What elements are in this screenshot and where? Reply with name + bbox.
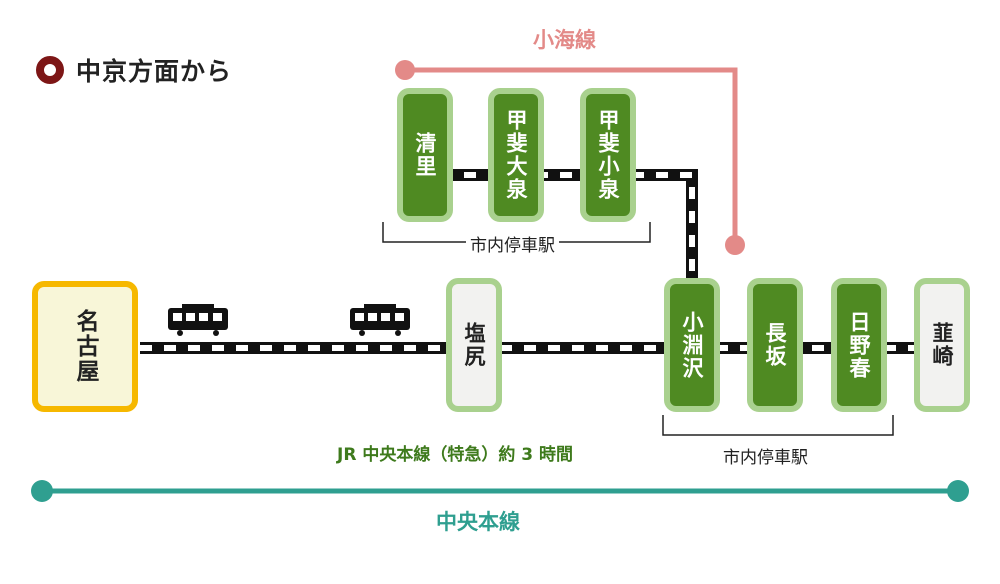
train-icon (168, 304, 228, 336)
station-kobuchisawa-label: 小淵沢 (680, 310, 704, 380)
station-nirasaki-label: 韮崎 (930, 322, 954, 368)
express-route-label: JR 中央本線（特急）約 3 時間 (337, 445, 573, 465)
komi-line-connector (395, 60, 745, 255)
lower-bracket (662, 415, 894, 436)
station-kobuchisawa[interactable]: 小淵沢 (664, 278, 720, 412)
station-shiojiri-label: 塩尻 (462, 322, 486, 368)
chuo-line-label: 中央本線 (436, 510, 520, 534)
station-nagasaka[interactable]: 長坂 (747, 278, 803, 412)
station-nagasaka-label: 長坂 (763, 322, 787, 368)
station-nagoya[interactable]: 名古屋 (32, 281, 138, 412)
station-kai-oizumi-label: 甲斐大泉 (504, 109, 528, 201)
komi-line-start-dot (395, 60, 415, 80)
station-nagoya-label: 名古屋 (72, 309, 98, 384)
upper-bracket-caption: 市内停車駅 (466, 231, 559, 256)
origin-marker-icon (36, 56, 64, 84)
komi-line-end-dot (725, 235, 745, 255)
station-shiojiri[interactable]: 塩尻 (446, 278, 502, 412)
station-kiyosato-label: 清里 (413, 132, 437, 178)
station-kai-koizumi-label: 甲斐小泉 (596, 109, 620, 201)
station-kai-koizumi[interactable]: 甲斐小泉 (580, 88, 636, 222)
chuo-line-start-dot (31, 480, 53, 502)
train-icon (350, 304, 410, 336)
origin-heading: 中京方面から (36, 52, 232, 88)
komi-line-label: 小海線 (533, 28, 596, 52)
station-hinoharu[interactable]: 日野春 (831, 278, 887, 412)
origin-heading-text: 中京方面から (76, 57, 233, 86)
station-kiyosato[interactable]: 清里 (397, 88, 453, 222)
station-hinoharu-label: 日野春 (847, 310, 871, 380)
lower-bracket-caption: 市内停車駅 (723, 448, 808, 468)
station-kai-oizumi[interactable]: 甲斐大泉 (488, 88, 544, 222)
chuo-line-end-dot (947, 480, 969, 502)
chuo-line-bar (31, 480, 969, 502)
station-nirasaki[interactable]: 韮崎 (914, 278, 970, 412)
